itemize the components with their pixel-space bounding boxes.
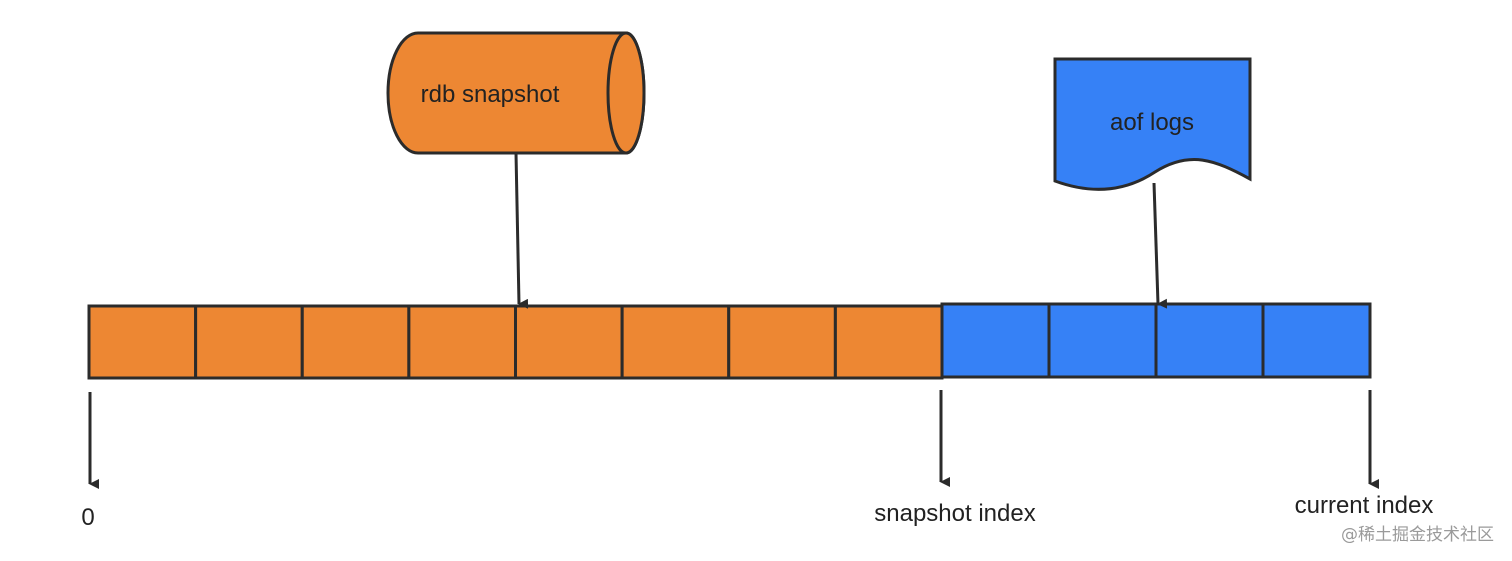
aof-log-cell: [1047, 302, 1158, 379]
snapshot-log-cell: [300, 304, 411, 380]
start-index-label: 0: [81, 504, 94, 531]
aof-log-cell: [1261, 302, 1372, 379]
log-entries-bar: [87, 302, 1372, 380]
rdb-to-log-arrow: [514, 152, 529, 309]
aof-logs-label: aof logs: [1110, 109, 1194, 136]
aof-log-cell: [940, 302, 1051, 379]
aof-to-log-arrow: [1152, 182, 1168, 309]
snapshot-log-cell: [727, 304, 837, 380]
rdb-snapshot-cylinder: rdb snapshot: [386, 31, 646, 155]
aof-document-body: [1053, 57, 1252, 191]
snapshot-log-cell: [620, 304, 731, 380]
rdb-cylinder-end-cap: [606, 31, 646, 155]
current-index-label: current index: [1295, 492, 1434, 519]
aof-log-cell: [1154, 302, 1265, 379]
aof-logs-document: aof logs: [1053, 57, 1252, 191]
snapshot-log-cell: [407, 304, 517, 380]
snapshot-index-label: snapshot index: [874, 500, 1035, 527]
snapshot-log-cell: [833, 304, 944, 380]
snapshot-log-cell: [514, 304, 624, 380]
watermark-text: @稀土掘金技术社区: [1341, 525, 1494, 545]
snapshot-log-cell: [194, 304, 304, 380]
snapshot-log-cell: [87, 304, 198, 380]
rdb-snapshot-label: rdb snapshot: [421, 81, 560, 108]
